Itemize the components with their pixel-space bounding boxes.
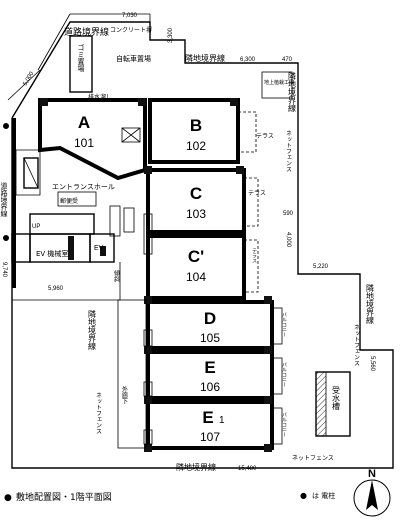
terraces: テラス テラス テラス [237,111,274,293]
utility-pole-1 [3,123,9,129]
slope-label: 傾斜 [113,269,120,283]
dim-15480: 15,480 [238,466,257,472]
svg-text:107: 107 [200,430,220,444]
unit-C: C 103 [186,184,206,221]
concrete-wall-label: コンクリート塀 [110,26,152,34]
legend-bullet: ● [300,491,307,500]
plan-title: 敷地配置図・1階平面図 [16,491,112,503]
svg-text:105: 105 [200,331,220,345]
site-boundary [7,13,394,469]
garbage-area: ゴミ置場 [69,35,93,93]
building-walls [38,98,274,452]
legend-pole-label: は 電柱 [312,491,335,500]
terrace-1: テラス [256,133,274,140]
svg-text:C': C' [188,247,204,266]
corridor-label: 外廊下 [121,385,128,405]
balcony-1: バルコニー [281,312,287,337]
ev-label: EV [94,245,104,252]
svg-text:104: 104 [186,270,206,284]
dim-6300: 6,300 [240,57,256,63]
planting-area: 地上植栽工事 [261,71,294,99]
neighbor-right2-label: 隣地境界線 [366,283,375,324]
water-tank: 受水槽 [315,371,351,437]
fence-right2-label: ネットフェンス [353,324,360,366]
svg-text:E: E [204,358,215,377]
dim-5960: 5,960 [48,286,64,292]
footer-bullet: ● [4,493,12,503]
neighbor-top-label: 隣地境界線 [185,53,225,63]
svg-text:106: 106 [200,380,220,394]
svg-text:103: 103 [186,207,206,221]
svg-text:C: C [190,184,202,203]
svg-text:101: 101 [74,136,94,150]
balcony-3: バルコニー [281,412,287,437]
svg-text:E: E [202,408,213,427]
dim-470: 470 [282,57,293,63]
dim-590: 590 [283,211,294,217]
svg-text:D: D [204,309,216,328]
unit-E: E 106 [200,358,220,394]
dim-5560: 5,560 [369,356,375,372]
fence-left-label: ネットフェンス [95,392,102,434]
svg-text:A: A [78,113,90,132]
ev-machine-label: EV 機械室 [36,249,68,258]
tree-label: 地上植栽工事 [264,79,294,86]
unit-C-prime: C' 104 [186,247,206,284]
dim-9740: 9,740 [1,262,7,278]
drainage-label: 排水溜し [88,93,112,101]
utility-pole-2 [3,235,9,241]
dim-5000: 5,000 [23,70,36,87]
entrance-label: エントランスホール [52,183,115,191]
dim-7030: 7,030 [122,13,138,19]
road-boundary-left-label: 道路境界線 [0,181,8,217]
unit-E1: E 1 107 [200,408,225,444]
fence-right-label: ネットフェンス [285,130,292,172]
dim-5220: 5,220 [313,264,329,270]
mailbox-label: 郵便受 [60,197,78,205]
north-label: N [368,468,376,480]
unit-A: A 101 [74,113,94,150]
terrace-3: テラス [251,248,257,263]
dim-4000: 4,000 [285,232,291,248]
balconies: バルコニー バルコニー バルコニー [271,307,287,445]
neighbor-bottom-label: 隣地境界線 [176,462,216,472]
svg-text:B: B [190,116,202,135]
north-arrow-icon: N [353,468,391,517]
unit-D: D 105 [200,309,220,345]
dim-3300: 3,300 [168,27,174,43]
road-boundary-label: 道路境界線 [64,26,109,38]
footer: ● 敷地配置図・1階平面図 ● は 電柱 [4,491,335,503]
up-label: UP [32,224,40,230]
bicycle-label: 自転車置場 [116,54,151,63]
terrace-2: テラス [248,190,266,197]
balcony-2: バルコニー [281,362,287,387]
unit-B: B 102 [186,116,206,153]
neighbor-right-label: 隣地境界線 [288,71,297,112]
svg-text:1: 1 [219,415,225,426]
svg-text:102: 102 [186,139,206,153]
corridor-area [117,299,147,449]
service-block [11,149,135,301]
fence-bottom-label: ネットフェンス [292,455,334,462]
neighbor-left-label: 隣地境界線 [88,309,97,350]
garbage-label: ゴミ置場 [77,43,85,73]
water-tank-label: 受水槽 [332,385,341,411]
